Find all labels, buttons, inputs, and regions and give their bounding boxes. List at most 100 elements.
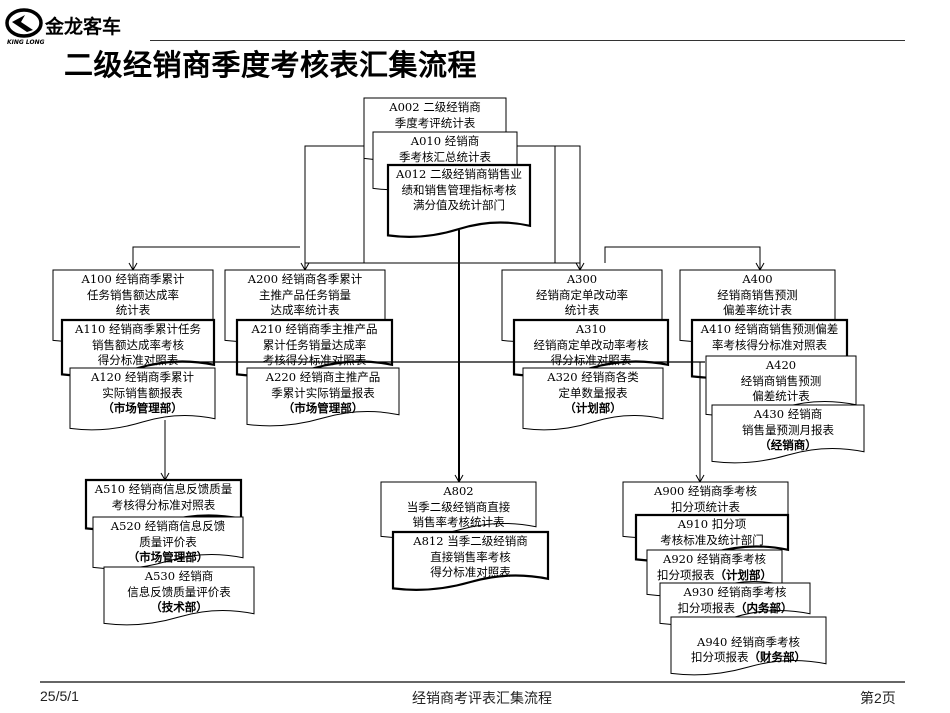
document-line: A920 经销商季考核 <box>663 552 766 566</box>
footer-title: 经销商考评表汇集流程 <box>412 690 552 706</box>
document-line: 扣分项报表（财务部） <box>691 650 807 664</box>
document-line: A012 二级经销商销售业 <box>396 167 522 181</box>
document-text: A920 经销商季考核扣分项报表（计划部） <box>647 552 782 583</box>
document-line: 实际销售额报表 <box>102 385 183 400</box>
document-line: 季累计实际销量报表 <box>271 385 375 400</box>
document-line: 达成率统计表 <box>270 303 340 317</box>
document-shape-icon <box>69 367 216 431</box>
document-line: A930 经销商季考核 <box>683 585 787 599</box>
document-line: A310 <box>575 322 607 336</box>
document-box-a120: A120 经销商季累计实际销售额报表（市场管理部） <box>69 367 216 431</box>
department-label: （计划部） <box>714 567 773 582</box>
document-line: 信息反馈质量评价表 <box>127 584 231 599</box>
document-box-a012: A012 二级经销商销售业绩和销售管理指标考核满分值及统计部门 <box>386 163 532 238</box>
document-line: 经销商销售预测 <box>717 287 798 302</box>
document-line: 季度考评统计表 <box>394 115 476 130</box>
department-label: （市场管理部） <box>282 401 364 415</box>
document-box-a812: A812 当季二级经销商直接销售率考核得分标准对照表 <box>391 530 550 591</box>
document-text: A812 当季二级经销商直接销售率考核得分标准对照表 <box>393 534 548 581</box>
connector-line <box>517 145 581 270</box>
document-box-a520: A520 经销商信息反馈质量评价表（市场管理部） <box>92 516 244 570</box>
document-line: 直接销售率考核 <box>430 549 511 564</box>
document-line: A210 经销商季主推产品 <box>251 322 378 336</box>
document-line: 定单数量报表 <box>558 385 628 400</box>
document-text: A910 扣分项考核标准及统计部门 <box>636 517 788 548</box>
footer-divider <box>40 681 905 683</box>
document-box-a220: A220 经销商主推产品季累计实际销量报表（市场管理部） <box>246 367 400 427</box>
document-box-a530: A530 经销商信息反馈质量评价表（技术部） <box>103 566 255 626</box>
document-box-a920: A920 经销商季考核扣分项报表（计划部） <box>646 549 783 597</box>
document-line: 率考核得分标准对照表 <box>712 337 827 352</box>
document-text: A110 经销商季累计任务销售额达成率考核得分标准对照表 <box>62 322 214 369</box>
document-line: 经销商定单改动率考核 <box>533 337 649 352</box>
document-line: 绩和销售管理指标考核 <box>401 182 517 197</box>
document-line: 销售率考核统计表 <box>412 515 505 529</box>
document-line: A900 经销商季考核 <box>654 484 757 498</box>
document-shape-icon <box>391 530 550 591</box>
document-line: 满分值及统计部门 <box>413 198 505 212</box>
page-title: 二级经销商季度考核表汇集流程 <box>64 48 478 82</box>
document-line: A110 经销商季累计任务 <box>75 322 201 336</box>
document-line: 统计表 <box>564 303 600 317</box>
document-line: 偏差统计表 <box>752 389 810 403</box>
document-text: A410 经销商销售预测偏差率考核得分标准对照表 <box>692 322 847 353</box>
document-text: A900 经销商季考核扣分项统计表 <box>623 484 788 515</box>
document-line: 当季二级经销商直接 <box>406 499 511 514</box>
document-text: A520 经销商信息反馈质量评价表（市场管理部） <box>93 519 243 566</box>
document-shape-icon <box>103 566 255 626</box>
document-line: A812 当季二级经销商 <box>413 534 528 548</box>
document-text: A320 经销商各类定单数量报表（计划部） <box>523 370 663 417</box>
document-line: 偏差率统计表 <box>723 303 792 317</box>
document-line: A520 经销商信息反馈 <box>110 519 226 533</box>
document-line: 质量评价表 <box>139 534 197 549</box>
connector-line <box>604 246 761 270</box>
document-text: A010 经销商季考核汇总统计表 <box>373 134 517 165</box>
department-label: （技术部） <box>150 600 208 614</box>
document-line: 累计任务销量达成率 <box>262 337 367 352</box>
document-line: A320 经销商各类 <box>547 370 639 384</box>
document-line: 得分标准对照表 <box>430 565 511 579</box>
document-line: 销售额达成率考核 <box>92 337 184 352</box>
document-shape-icon <box>711 404 865 464</box>
document-line: A200 经销商各季累计 <box>247 272 363 286</box>
document-line: A530 经销商 <box>144 569 214 583</box>
document-line: 扣分项报表（计划部） <box>657 567 773 582</box>
document-line: 考核得分标准对照表 <box>262 353 367 367</box>
document-line: 任务销售额达成率 <box>87 287 179 302</box>
document-text: A930 经销商季考核扣分项报表（内务部） <box>660 585 810 616</box>
document-line: A300 <box>566 272 598 286</box>
document-line: A220 经销商主推产品 <box>265 370 381 384</box>
department-label: （市场管理部） <box>102 401 183 415</box>
document-text: A100 经销商季累计任务销售额达成率统计表 <box>53 272 213 319</box>
footer-page: 第2页 <box>860 690 896 706</box>
document-line: A940 经销商季考核 <box>697 634 800 649</box>
document-text: A430 经销商销售量预测月报表（经销商） <box>712 407 864 454</box>
document-line: A510 经销商信息反馈质量 <box>94 482 233 496</box>
document-shape-icon <box>246 367 400 427</box>
document-line: 扣分项报表（内务部） <box>677 600 793 615</box>
document-line: A910 扣分项 <box>677 517 747 531</box>
document-line: A400 <box>742 272 773 286</box>
logo-brand: 金龙客车 <box>45 16 122 38</box>
document-line: 考核得分标准对照表 <box>111 497 216 512</box>
document-line: 经销商定单改动率 <box>536 287 628 302</box>
document-line <box>671 619 826 635</box>
document-line: A120 经销商季累计 <box>91 370 194 384</box>
document-line: 统计表 <box>115 303 151 317</box>
department-label: （计划部） <box>564 401 622 415</box>
document-line: 主推产品任务销量 <box>259 287 351 302</box>
department-label: （财务部） <box>748 650 807 664</box>
document-box-a910: A910 扣分项考核标准及统计部门 <box>634 513 790 562</box>
document-text: A530 经销商信息反馈质量评价表（技术部） <box>104 569 254 616</box>
document-line: A430 经销商 <box>753 407 823 421</box>
document-text: A210 经销商季主推产品累计任务销量达成率考核得分标准对照表 <box>237 322 392 369</box>
connector-line <box>132 246 300 270</box>
